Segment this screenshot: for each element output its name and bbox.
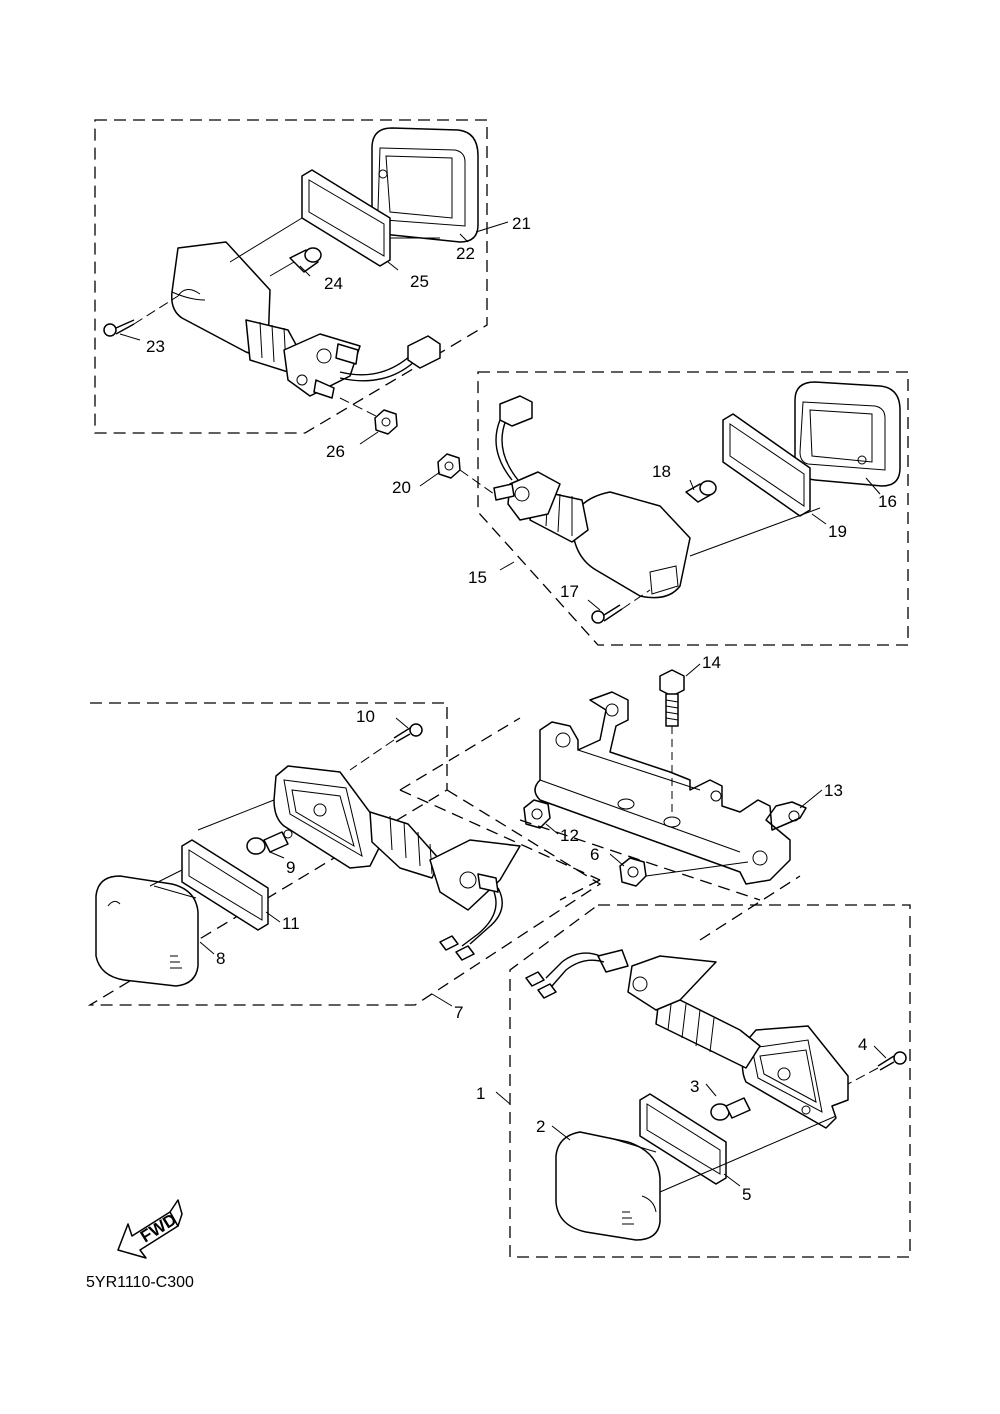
wire-harness-7 bbox=[469, 887, 503, 945]
callout-4: 4 bbox=[858, 1035, 867, 1054]
callout-7: 7 bbox=[454, 1003, 463, 1022]
callout-20: 20 bbox=[392, 478, 411, 497]
housing-body-7 bbox=[273, 765, 521, 911]
callout-21: 21 bbox=[512, 214, 531, 233]
assembly-1-group bbox=[509, 904, 911, 1258]
callout-10: 10 bbox=[356, 707, 375, 726]
callout-15: 15 bbox=[468, 568, 487, 587]
screw-10 bbox=[393, 723, 423, 743]
callout-14: 14 bbox=[702, 653, 721, 672]
callout-9: 9 bbox=[286, 858, 295, 877]
lens-16 bbox=[794, 381, 901, 487]
callout-22: 22 bbox=[456, 244, 475, 263]
gasket-5 bbox=[639, 1093, 727, 1185]
callout-11: 11 bbox=[282, 914, 300, 933]
wire-harness-15 bbox=[495, 419, 513, 481]
callout-3: 3 bbox=[690, 1077, 699, 1096]
nut-20 bbox=[437, 453, 461, 479]
lens-2 bbox=[555, 1131, 661, 1241]
callout-13: 13 bbox=[824, 781, 843, 800]
nut-26 bbox=[374, 409, 398, 435]
gasket-19 bbox=[722, 413, 811, 517]
callout-25: 25 bbox=[410, 272, 429, 291]
callout-6: 6 bbox=[590, 845, 599, 864]
callout-leaders bbox=[119, 221, 887, 1187]
callout-16: 16 bbox=[878, 492, 897, 511]
connector-21 bbox=[407, 335, 441, 369]
nut-6 bbox=[619, 857, 647, 887]
callout-19: 19 bbox=[828, 522, 847, 541]
fwd-arrow-icon bbox=[117, 1199, 183, 1259]
callout-18: 18 bbox=[652, 462, 671, 481]
connector-15 bbox=[499, 395, 533, 427]
callout-1: 1 bbox=[476, 1084, 485, 1103]
wire-harness-1 bbox=[545, 952, 601, 979]
bulb-24 bbox=[289, 247, 322, 273]
bulb-18 bbox=[685, 480, 717, 503]
assembly-7-group bbox=[87, 702, 602, 1006]
callout-23: 23 bbox=[146, 337, 165, 356]
housing-body-15 bbox=[493, 471, 691, 599]
screw-4 bbox=[877, 1051, 907, 1071]
housing-body-21 bbox=[170, 241, 361, 399]
bulb-9 bbox=[246, 831, 289, 855]
bolt-14 bbox=[659, 669, 685, 816]
callout-24: 24 bbox=[324, 274, 343, 293]
screw-23 bbox=[103, 319, 135, 337]
callout-8: 8 bbox=[216, 949, 225, 968]
callout-17: 17 bbox=[560, 582, 579, 601]
gasket-11 bbox=[181, 839, 269, 931]
bracket-13 bbox=[534, 691, 807, 885]
drawing-code: 5YR1110-C300 bbox=[86, 1274, 194, 1291]
assembly-15-group bbox=[437, 371, 909, 646]
lens-8 bbox=[95, 875, 199, 987]
callout-12: 12 bbox=[560, 826, 579, 845]
callout-2: 2 bbox=[536, 1117, 545, 1136]
callout-26: 26 bbox=[326, 442, 345, 461]
screw-17 bbox=[591, 604, 623, 624]
callout-5: 5 bbox=[742, 1185, 751, 1204]
nut-12 bbox=[523, 799, 551, 829]
assembly-21-group bbox=[94, 119, 488, 435]
bulb-3 bbox=[710, 1097, 751, 1121]
wire-harness-21 bbox=[339, 355, 411, 376]
housing-body-1 bbox=[597, 949, 849, 1129]
